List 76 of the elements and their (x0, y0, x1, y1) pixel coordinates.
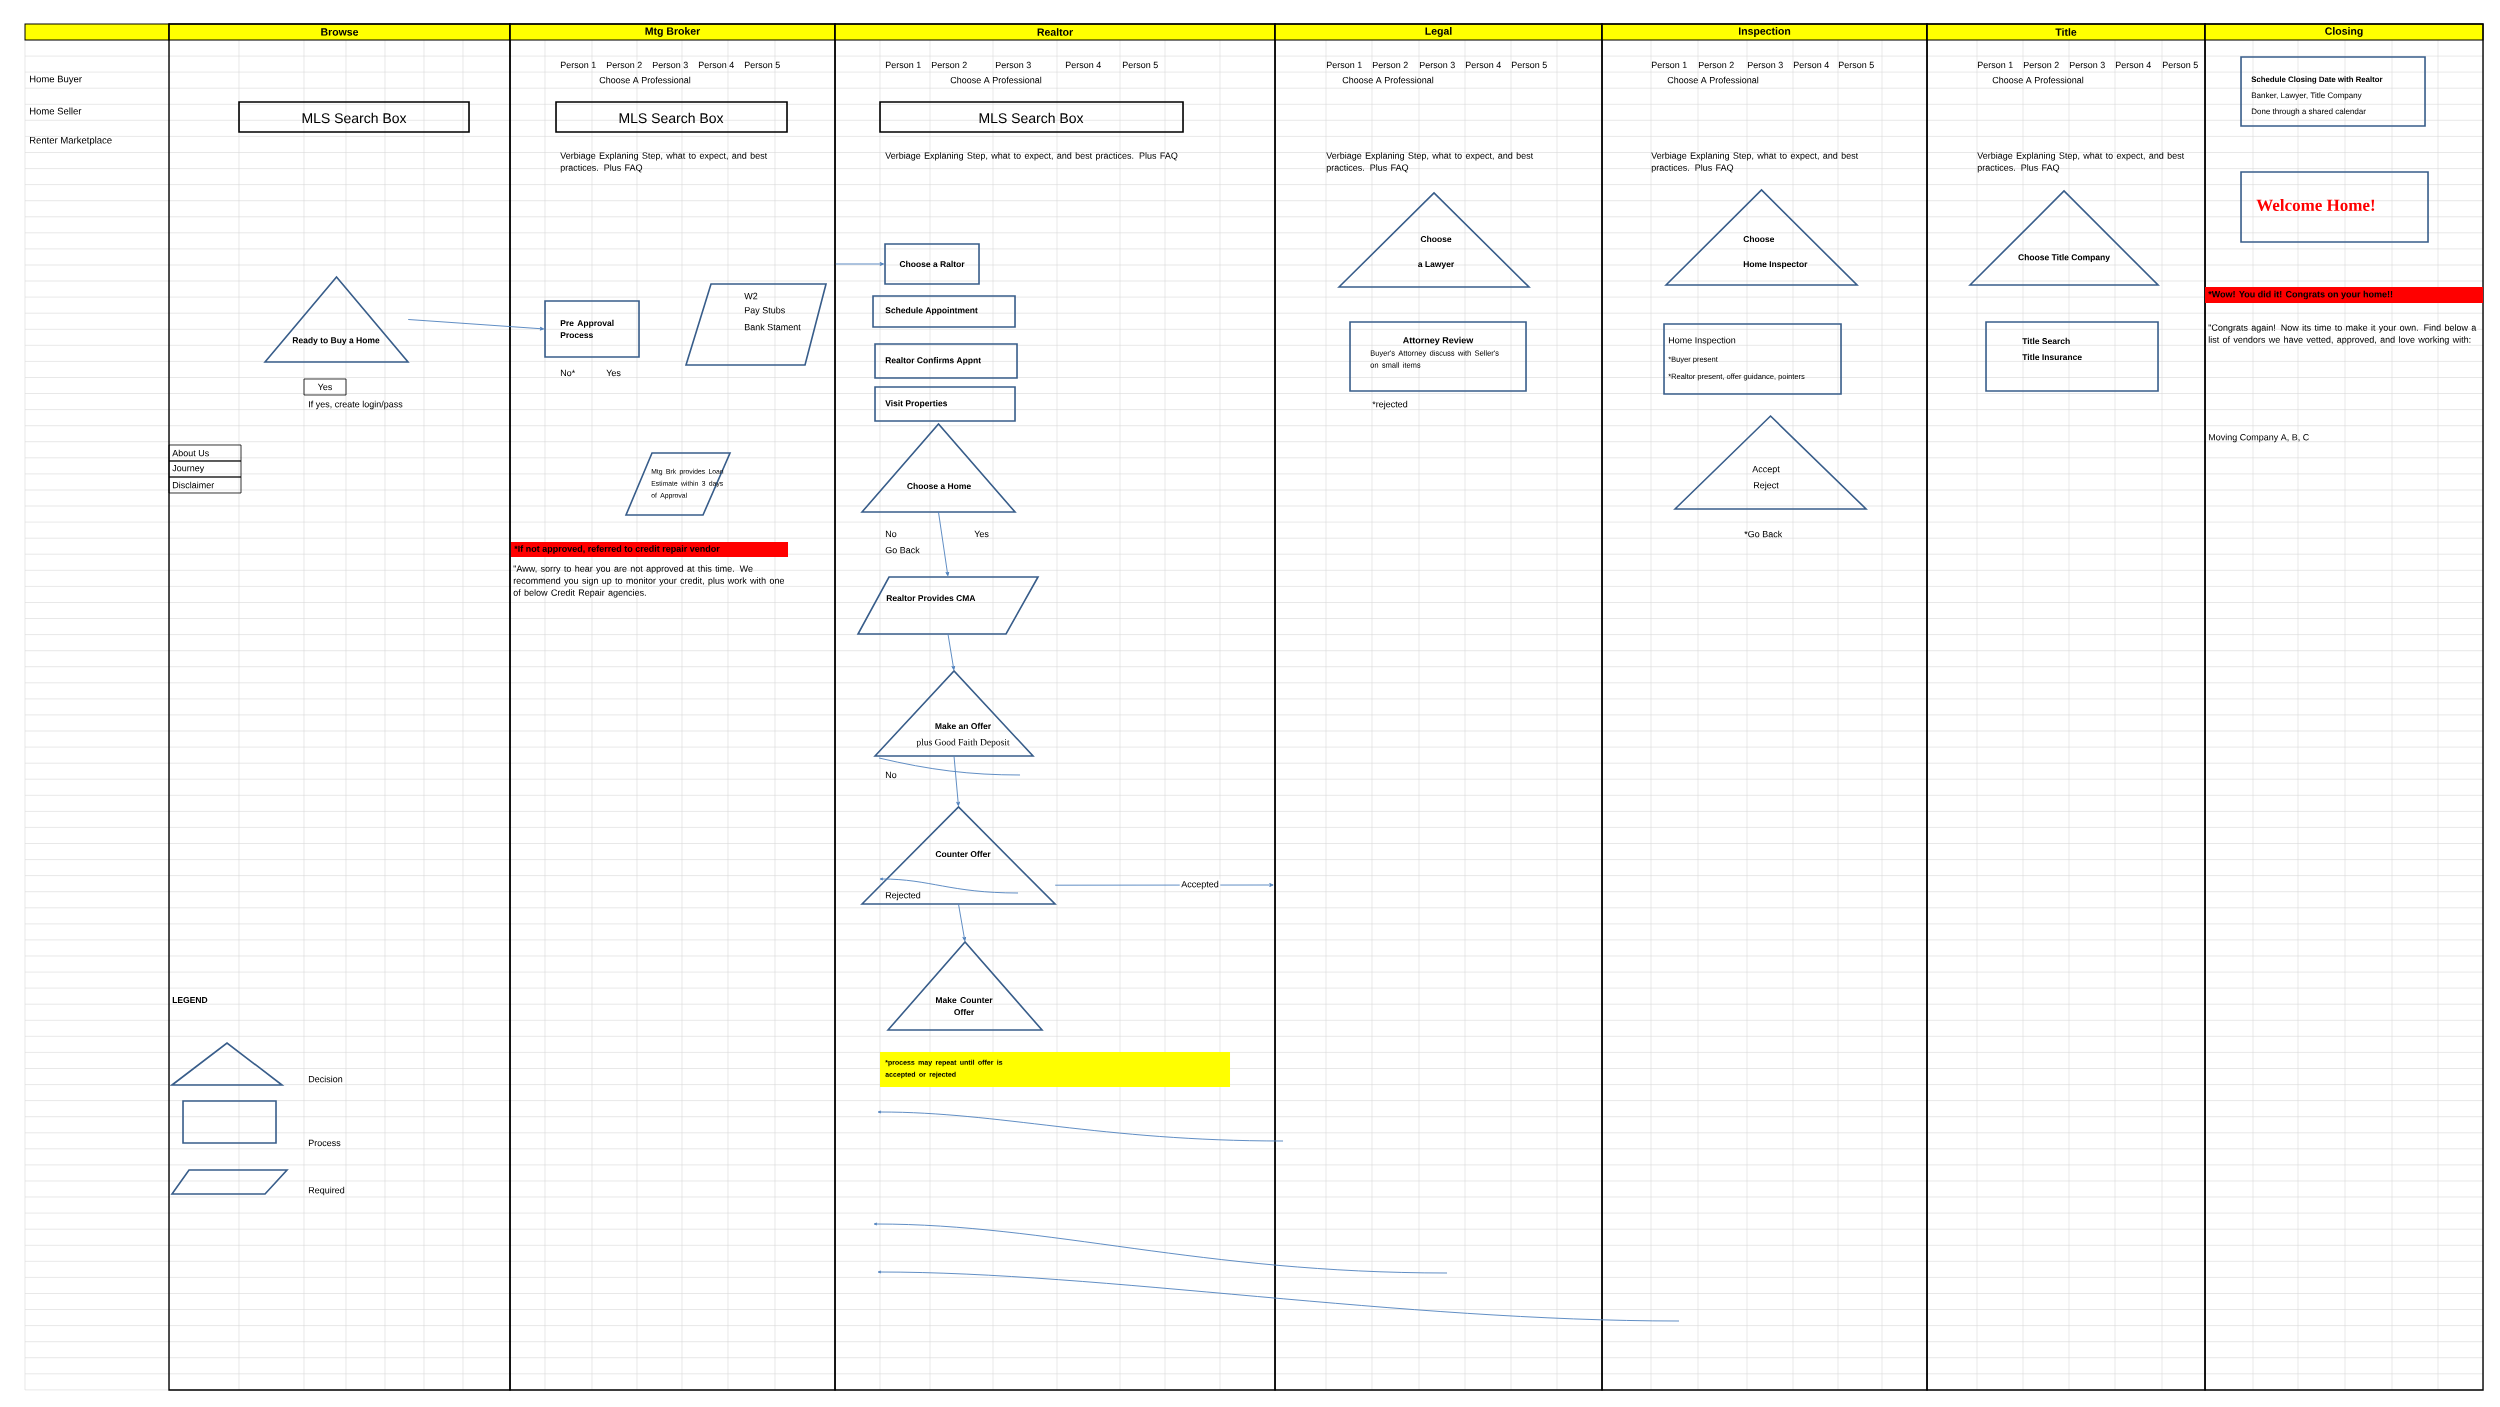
paragraph: Verbiage Explaning Step, what to expect, and best practices. Plus FAQ (1326, 152, 1534, 173)
person-label: Person 1 (1651, 61, 1687, 69)
row-label: Home Seller (30, 107, 82, 115)
text-label: *rejected (1372, 400, 1408, 410)
text-label: Rejected (885, 891, 921, 901)
text-label: Choose A Professional (950, 76, 1042, 84)
arrow (947, 633, 956, 671)
paragraph: "Aww, sorry to hear you are not approved at this time. We recommend you sign up to monitor your credit, plus work with one of below Credit Repair agencies. (513, 565, 785, 598)
text-label: Choose A Professional (1342, 76, 1434, 84)
person-label: Person 2 (1698, 61, 1734, 69)
person-label: Person 3 (2069, 61, 2105, 69)
arrow (938, 511, 950, 577)
person-label: Person 1 (560, 61, 596, 69)
arrow (958, 903, 967, 942)
arrow (953, 755, 960, 807)
person-label: Person 2 (931, 61, 967, 69)
person-label: Person 3 (1419, 61, 1455, 69)
process-box: Schedule Appointment (872, 295, 1016, 328)
process-box: Visit Properties (874, 386, 1016, 422)
arrow (407, 319, 545, 331)
search-box: MLS Search Box (238, 101, 470, 133)
person-label: Person 2 (1372, 61, 1408, 69)
text-label: Moving Company A, B, C (2208, 433, 2309, 443)
person-label: Person 3 (652, 61, 688, 69)
process-box: Title Search Title Insurance (1985, 321, 2159, 392)
paragraph: "Congrats again! Now its time to make it your own. Find below a list of vendors we have vetted, approved, and love working with: (2208, 324, 2477, 345)
person-label: Person 5 (1838, 61, 1874, 69)
person-label: Person 3 (1747, 61, 1783, 69)
text-label: Choose A Professional (1992, 76, 2084, 84)
text-label: No (885, 530, 897, 538)
person-label: Person 5 (1511, 61, 1547, 69)
person-label: Person 5 (744, 61, 780, 69)
text-label: Yes (606, 369, 621, 377)
text-label: Choose A Professional (1667, 76, 1759, 84)
person-label: Person 4 (1065, 61, 1101, 69)
option-box: Yes (303, 378, 347, 396)
search-box: MLS Search Box (555, 101, 788, 133)
process-box: Realtor Confirms Appnt (874, 343, 1018, 379)
text-label: No (885, 771, 897, 779)
alert-banner: *Wow! You did it! Congrats on your home!! (2205, 287, 2483, 303)
arrow (835, 262, 885, 266)
legend-heading: LEGEND (172, 997, 208, 1003)
edge-label: Accepted (1179, 879, 1221, 891)
text-label: Yes (974, 530, 989, 538)
text-label: Go Back (885, 546, 920, 554)
paragraph: Verbiage Explaning Step, what to expect, and best practices. Plus FAQ (1977, 152, 2185, 173)
person-label: Person 4 (698, 61, 734, 69)
row-label: Home Buyer (30, 75, 82, 85)
process-box: Choose a Raltor (884, 243, 980, 285)
message-box: Welcome Home! (2240, 171, 2429, 243)
process-box: Pre Approval Process (544, 300, 640, 358)
text-label: Choose A Professional (599, 76, 691, 84)
text-label: No* (560, 369, 576, 377)
person-label: Person 4 (2115, 61, 2151, 69)
menu-cell: Disclaimer (168, 476, 242, 494)
person-label: Person 4 (1465, 61, 1501, 69)
paragraph: Verbiage Explaning Step, what to expect, and best practices. Plus FAQ (885, 152, 1178, 161)
person-label: Person 5 (1122, 61, 1158, 69)
person-label: Person 5 (2162, 61, 2198, 69)
paragraph: Verbiage Explaning Step, what to expect, and best practices. Plus FAQ (560, 152, 768, 173)
alert-banner: *If not approved, referred to credit repair vendor (511, 542, 788, 557)
person-label: Person 4 (1793, 61, 1829, 69)
search-box: MLS Search Box (879, 101, 1184, 133)
person-label: Person 3 (995, 61, 1031, 69)
person-label: Person 1 (1326, 61, 1362, 69)
text-label: *Go Back (1744, 530, 1783, 538)
row-label: Renter Marketplace (30, 136, 112, 146)
person-label: Person 2 (2023, 61, 2059, 69)
paragraph: Verbiage Explaning Step, what to expect, and best practices. Plus FAQ (1651, 152, 1859, 173)
person-label: Person 1 (1977, 61, 2013, 69)
person-label: Person 1 (885, 61, 921, 69)
menu-cell: About Us (168, 444, 242, 462)
legend-item: Process (182, 1100, 341, 1147)
node-label: If yes, create login/pass (309, 400, 403, 410)
menu-cell: Journey (168, 460, 242, 478)
person-label: Person 2 (606, 61, 642, 69)
